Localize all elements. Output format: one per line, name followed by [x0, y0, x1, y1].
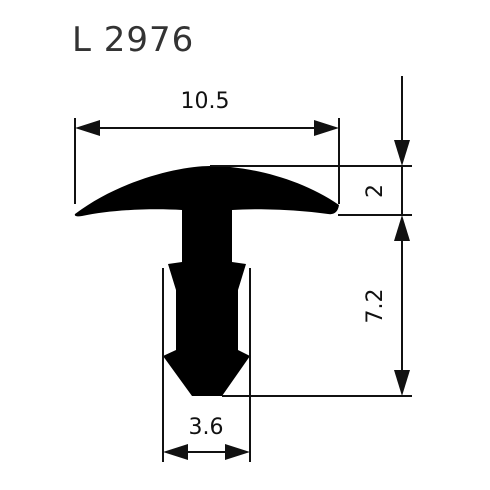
- part-number-title: L 2976: [72, 20, 195, 60]
- t-profile-shape: [74, 166, 339, 396]
- cap-height-arrow-top: [394, 140, 410, 166]
- cap-height-arrow-bottom: [394, 215, 410, 241]
- stem-width-arrow-left: [163, 444, 188, 460]
- stem-width-label: 3.6: [189, 415, 224, 440]
- stem-height-label: 7.2: [363, 289, 388, 324]
- top-width-arrow-left: [75, 120, 100, 136]
- cap-height-label: 2: [363, 184, 388, 198]
- stem-height-arrow-bottom: [394, 370, 410, 396]
- stem-width-arrow-right: [225, 444, 250, 460]
- top-width-arrow-right: [314, 120, 339, 136]
- top-width-label: 10.5: [181, 89, 230, 114]
